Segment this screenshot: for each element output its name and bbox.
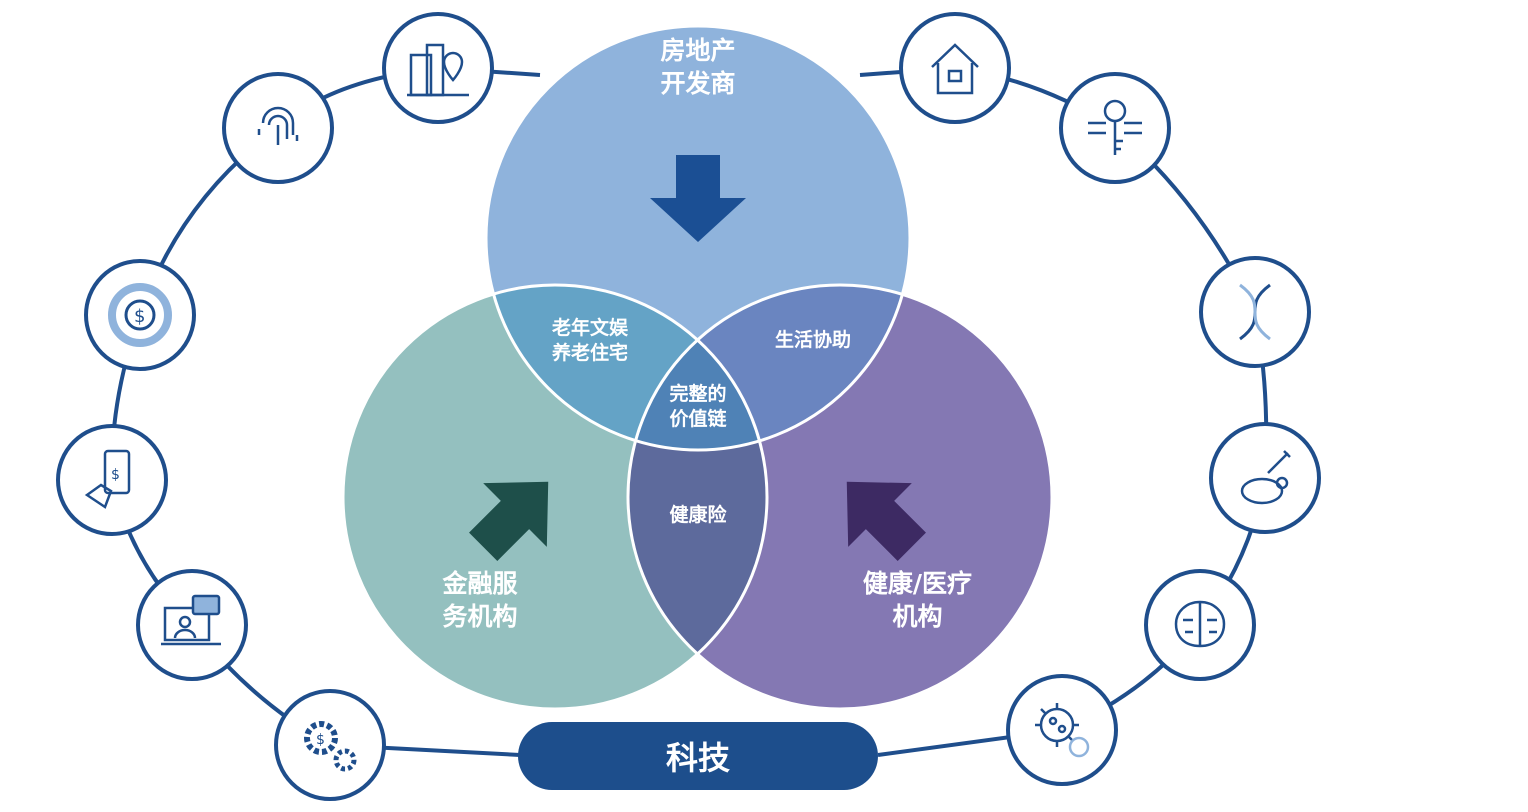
fingerprint-icon (222, 72, 334, 184)
mobile-payment-icon: $ (56, 424, 168, 536)
gears-dollar-icon: $ (274, 689, 386, 801)
arrow-up-left (846, 481, 926, 561)
brain-icon (1144, 569, 1256, 681)
intersection-center (628, 285, 767, 450)
svg-text:$: $ (134, 306, 145, 327)
lab-mouse-icon (1209, 422, 1321, 534)
smart-home-icon (899, 12, 1011, 124)
label-assisted-living: 生活协助 (774, 329, 851, 351)
virus-icon (1006, 674, 1118, 786)
technology-pill: 科技 (518, 722, 878, 790)
label-value-chain: 完整的 价值链 (669, 383, 727, 430)
digital-key-icon (1059, 72, 1171, 184)
building-location-icon (382, 12, 494, 124)
label-health: 健康/医疗 机构 (862, 569, 973, 631)
video-chat-icon (136, 569, 248, 681)
label-health-insurance: 健康险 (669, 504, 727, 526)
dollar-chart-icon: $ (84, 259, 196, 371)
arrow-up-right (469, 481, 549, 561)
label-senior-living: 老年文娱 养老住宅 (551, 317, 628, 364)
arrow-down (650, 155, 746, 242)
dna-icon (1199, 256, 1311, 368)
svg-text:$: $ (316, 732, 325, 748)
label-real-estate: 房地产 开发商 (660, 36, 736, 98)
label-finance: 金融服 务机构 (442, 569, 518, 631)
svg-text:$: $ (111, 467, 120, 483)
